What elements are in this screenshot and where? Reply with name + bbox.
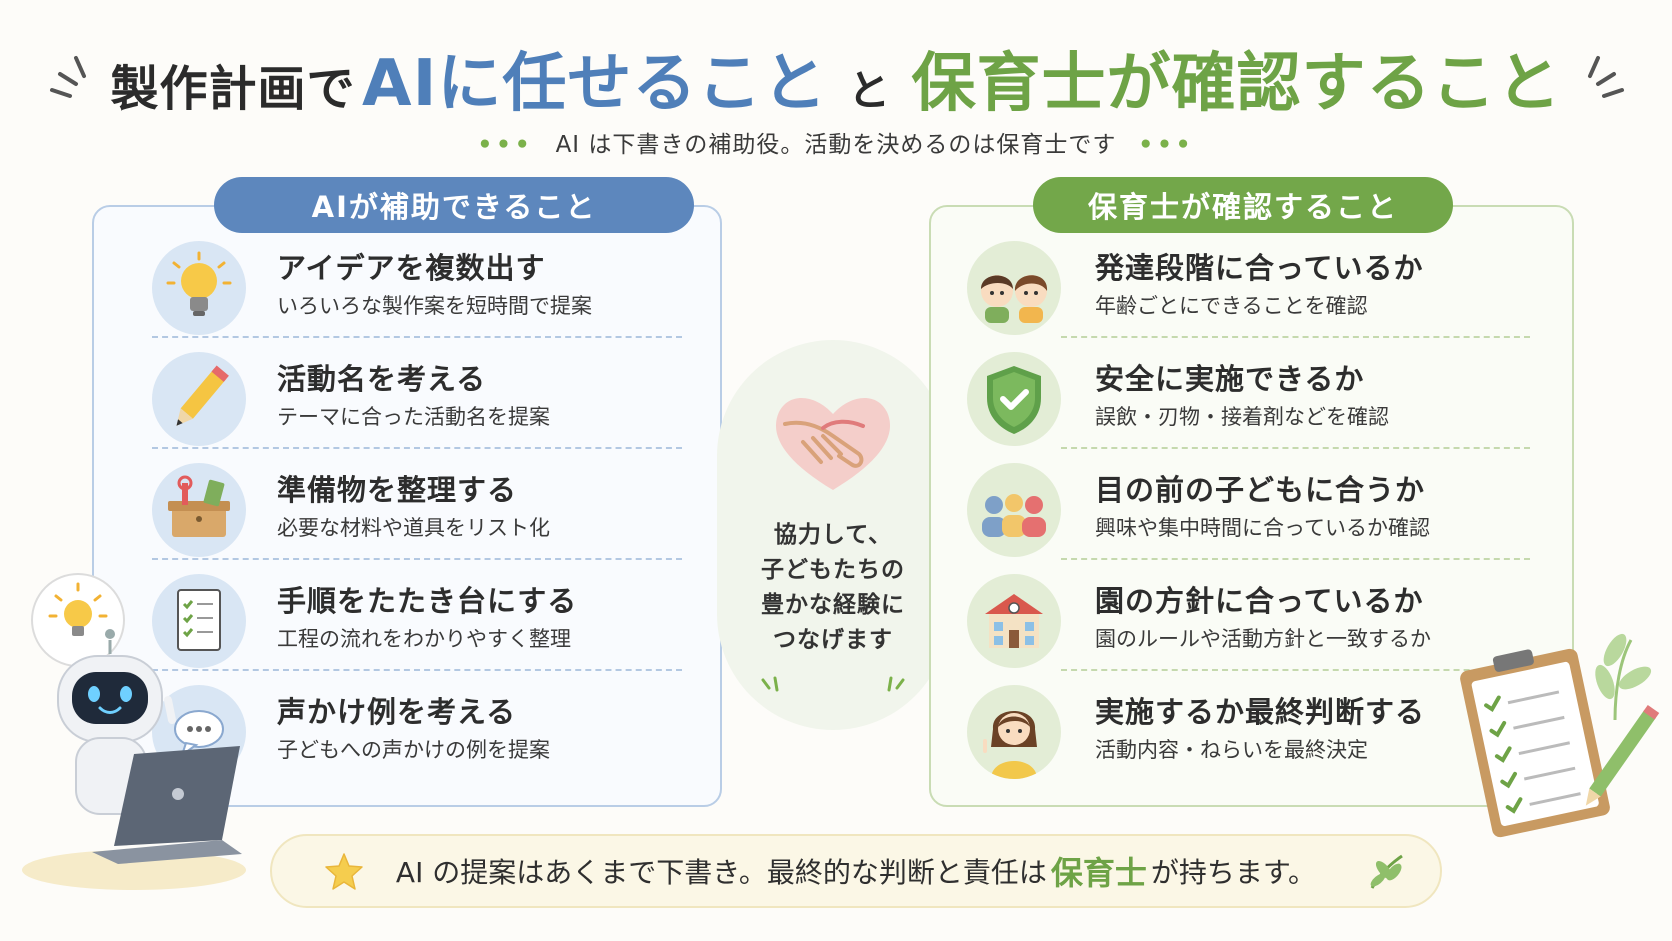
ai-panel-heading: AIが補助できること (214, 177, 694, 233)
center-line: 子どもたちの (761, 557, 905, 583)
banner-text-after: が持ちます。 (1150, 856, 1317, 889)
list-item: 準備物を整理する 必要な材料や道具をリスト化 (94, 449, 720, 560)
divider (1061, 336, 1530, 338)
list-item: 目の前の子どもに合うか 興味や集中時間に合っているか確認 (931, 449, 1572, 560)
item-title: 安全に実施できるか (1095, 362, 1365, 396)
sparkle-right-icon (1588, 56, 1624, 98)
teacher-icon (967, 685, 1061, 779)
star-icon (325, 853, 363, 890)
title-part1: 製作計画で (110, 61, 356, 117)
item-desc: 誤飲・刃物・接着剤などを確認 (1095, 405, 1389, 429)
divider (152, 447, 682, 449)
list-item: 安全に実施できるか 誤飲・刃物・接着剤などを確認 (931, 338, 1572, 449)
pencil-icon (152, 352, 246, 446)
banner-highlight: 保育士 (1050, 854, 1147, 892)
item-desc: 必要な材料や道具をリスト化 (277, 516, 550, 540)
supply-box-icon (152, 463, 246, 557)
item-title: 準備物を整理する (277, 473, 518, 507)
item-desc: いろいろな製作案を短時間で提案 (277, 294, 592, 318)
robot-laptop-icon (22, 573, 246, 890)
clipboard-icon (1460, 633, 1660, 838)
divider (152, 558, 682, 560)
center-background (717, 340, 949, 730)
item-title: 発達段階に合っているか (1095, 251, 1424, 285)
item-title: 活動名を考える (277, 362, 487, 396)
center-line: 豊かな経験に (761, 592, 905, 618)
subtitle: ••• AI は下書きの補助役。活動を決めるのは保育士です ••• (0, 125, 1672, 159)
list-item: 手順をたたき台にする 工程の流れをわかりやすく整理 (94, 560, 720, 671)
list-item: アイデアを複数出す いろいろな製作案を短時間で提案 (94, 227, 720, 338)
dots-right: ••• (1138, 132, 1195, 158)
center-line: つなげます (773, 627, 893, 653)
divider (1061, 558, 1530, 560)
item-desc: 工程の流れをわかりやすく整理 (277, 627, 571, 651)
dots-left: ••• (477, 132, 534, 158)
item-desc: 年齢ごとにできることを確認 (1095, 294, 1368, 318)
list-item: 実施するか最終判断する 活動内容・ねらいを最終決定 (931, 671, 1572, 782)
divider (152, 669, 682, 671)
item-desc: 子どもへの声かけの例を提案 (277, 738, 550, 762)
item-desc: テーマに合った活動名を提案 (277, 405, 550, 429)
title-teacher-part: 保育士が確認すること (911, 47, 1562, 121)
center-line: 協力して、 (773, 522, 893, 548)
school-building-icon (967, 574, 1061, 668)
lightbulb-icon (152, 241, 246, 335)
divider (1061, 447, 1530, 449)
handshake-heart-icon (775, 397, 891, 490)
divider (152, 336, 682, 338)
page-title: 製作計画で AIに任せること と 保育士が確認すること (0, 32, 1672, 124)
subtitle-text: AI は下書きの補助役。活動を決めるのは保育士です (555, 132, 1117, 158)
title-ai-part: AIに任せること (362, 47, 828, 121)
bottom-banner: AI の提案はあくまで下書き。最終的な判断と責任は保育士が持ちます。 (270, 834, 1442, 908)
item-title: 手順をたたき台にする (277, 584, 578, 618)
center-text: 協力して、 子どもたちの 豊かな経験に つなげます (717, 518, 949, 658)
item-title: アイデアを複数出す (277, 251, 546, 285)
banner-text-before: AI の提案はあくまで下書き。最終的な判断と責任は (395, 856, 1047, 889)
children-icon (967, 241, 1061, 335)
center-message: 協力して、 子どもたちの 豊かな経験に つなげます (717, 340, 949, 730)
list-item: 発達段階に合っているか 年齢ごとにできることを確認 (931, 227, 1572, 338)
divider (1061, 669, 1530, 671)
sparkle-left-icon (50, 56, 86, 98)
sparkle-icon (761, 676, 905, 692)
ai-panel: AIが補助できること アイデアを複数出す いろいろな製作案を短時間で提案 活動名… (92, 177, 722, 807)
title-connector: と (847, 66, 891, 115)
leaf-icon (1370, 854, 1403, 889)
list-item: 活動名を考える テーマに合った活動名を提案 (94, 338, 720, 449)
list-item: 園の方針に合っているか 園のルールや活動方針と一致するか (931, 560, 1572, 671)
item-title: 実施するか最終判断する (1095, 695, 1426, 729)
group-icon (967, 463, 1061, 557)
item-title: 声かけ例を考える (277, 695, 517, 729)
teacher-panel-heading: 保育士が確認すること (1033, 177, 1453, 233)
checklist-icon (152, 574, 246, 668)
item-desc: 興味や集中時間に合っているか確認 (1095, 516, 1430, 540)
item-title: 園の方針に合っているか (1095, 584, 1424, 618)
item-title: 目の前の子どもに合うか (1095, 473, 1426, 507)
item-desc: 園のルールや活動方針と一致するか (1095, 627, 1431, 651)
item-desc: 活動内容・ねらいを最終決定 (1095, 738, 1368, 762)
shield-check-icon (967, 352, 1061, 446)
